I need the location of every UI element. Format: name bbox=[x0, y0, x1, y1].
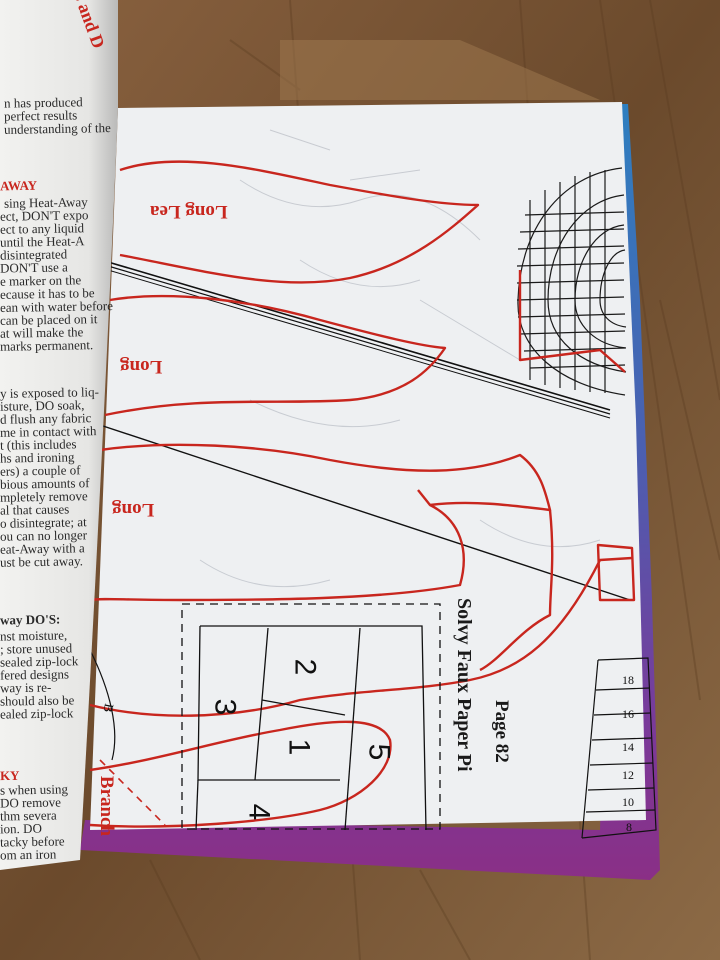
wood-light-plank bbox=[280, 40, 600, 100]
ruler-tick-8: 8 bbox=[626, 820, 632, 834]
red-pattern-outlines bbox=[89, 160, 636, 828]
left-section-away: AWAY bbox=[0, 177, 38, 194]
faint-tracing bbox=[199, 129, 601, 588]
page-number: Page 82 bbox=[491, 700, 512, 763]
dashed-block-outline bbox=[181, 603, 441, 830]
page-heading: Solvy Faux Paper Pi bbox=[453, 598, 475, 772]
ruler-tick-16: 16 bbox=[622, 707, 634, 721]
left-page-line: understanding of the bbox=[3, 120, 111, 137]
left-heading-fragment: s and D bbox=[70, 0, 109, 52]
ruler-grid bbox=[581, 657, 657, 839]
block-number-2: 2 bbox=[288, 658, 322, 676]
ruler-tick-12: 12 bbox=[622, 768, 634, 782]
ruler-tick-18: 18 bbox=[622, 673, 634, 687]
long-leaf-label-1: Long Lea bbox=[150, 201, 228, 222]
left-page-line: ust be cut away. bbox=[0, 553, 84, 570]
branch-dashed bbox=[89, 649, 116, 761]
left-page-text: s and D AWAY way DO'S: KY n has produced… bbox=[0, 0, 120, 860]
block-number-1: 1 bbox=[282, 738, 316, 756]
block-number-3: 3 bbox=[208, 698, 242, 716]
block-number-5: 5 bbox=[362, 743, 396, 761]
branch-outline bbox=[89, 556, 633, 717]
half-circle-red bbox=[518, 270, 626, 373]
small-red-shape bbox=[596, 543, 636, 602]
branch-outline-2 bbox=[89, 720, 392, 828]
left-section-dos: way DO'S: bbox=[0, 611, 61, 628]
leaf-outline-5 bbox=[479, 509, 554, 672]
left-page-line: ealed zip-lock bbox=[0, 705, 74, 722]
ruler-tick-10: 10 bbox=[622, 795, 634, 809]
left-page-line: om an iron bbox=[0, 846, 57, 860]
left-page bbox=[0, 0, 118, 870]
leaf-outline-2 bbox=[104, 294, 447, 417]
block-lines bbox=[195, 625, 427, 831]
leaf-outline-3 bbox=[89, 443, 552, 602]
branch-dashed-2 bbox=[99, 759, 166, 826]
leaf-outline-1 bbox=[119, 160, 480, 284]
left-page-line: marks permanent. bbox=[0, 337, 94, 354]
diagonal-lines bbox=[99, 261, 631, 601]
block-number-4: 4 bbox=[242, 803, 276, 821]
ruler-tick-14: 14 bbox=[622, 740, 634, 754]
leaf-outline-4 bbox=[417, 489, 431, 506]
long-leaf-label-2: Long bbox=[120, 356, 163, 377]
